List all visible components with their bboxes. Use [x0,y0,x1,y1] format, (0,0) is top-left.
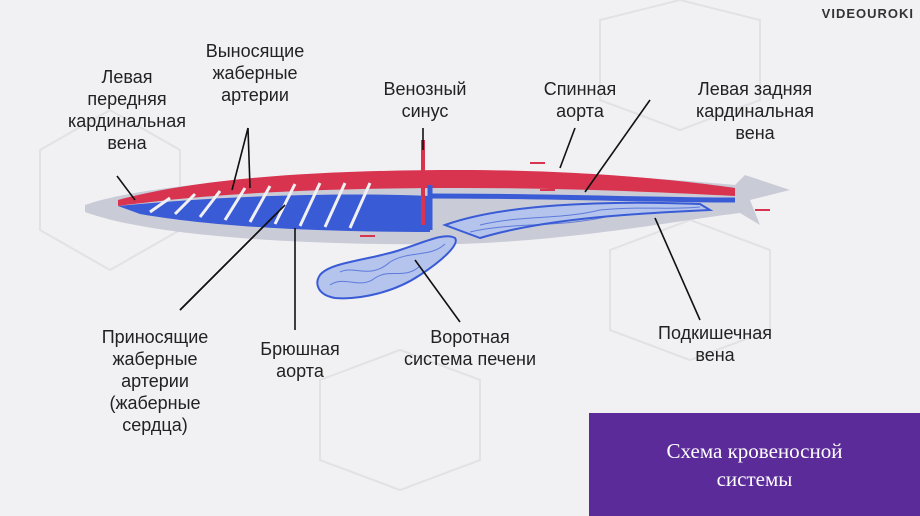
label-venous-sinus: Венозный синус [383,79,467,121]
label-ventral-aorta: Брюшная аорта [260,339,340,381]
intestine [442,201,714,240]
label-left-anterior-cardinal-vein: Левая передняя кардинальная вена [68,67,186,153]
label-left-posterior-cardinal-vein: Левая задняя кардинальная вена [696,79,814,143]
label-afferent-gill-arteries: Приносящие жаберные артерии (жаберные се… [101,327,209,435]
videouroki-logo: VIDEOUROKI [821,6,914,21]
caption-box: Схема кровеносной системы [589,413,920,516]
flow-arrows [360,162,770,237]
caption-text: Схема кровеносной системы [666,438,843,491]
leader-lines [116,99,701,330]
posterior-cardinal-vein [429,193,736,203]
label-efferent-gill-arteries: Выносящие жаберные артерии [205,41,305,105]
label-hepatic-portal-system: Воротная система печени [403,327,537,369]
liver [316,235,457,300]
gill-bars [149,182,372,229]
dorsal-aorta-band [118,170,735,206]
label-dorsal-aorta: Спинная аорта [543,79,617,121]
capillary-network [329,206,701,286]
label-subintestinal-vein: Подкишечная вена [658,323,772,365]
